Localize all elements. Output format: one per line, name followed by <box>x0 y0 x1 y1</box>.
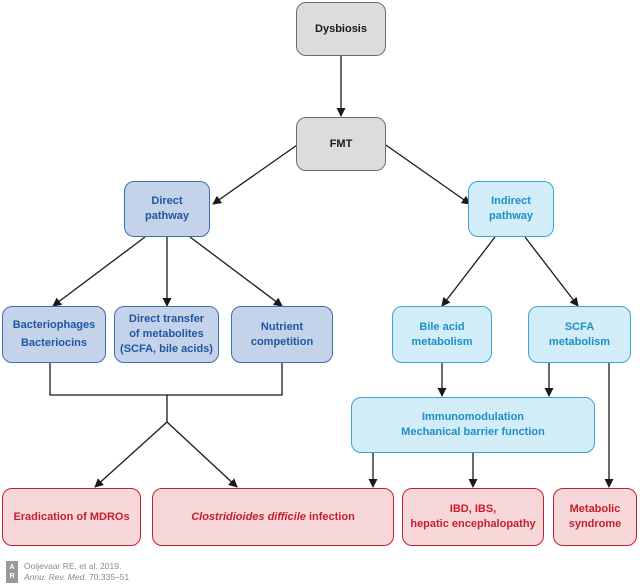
outcome-cdiff-label: Clostridioides difficile infection <box>191 510 355 525</box>
outcome-mdro-label: Eradication of MDROs <box>13 510 130 523</box>
node-immunomodulation: Immunomodulation Mechanical barrier func… <box>351 397 595 453</box>
citation-text: Ooijevaar RE, et al. 2019. Annu. Rev. Me… <box>24 561 129 583</box>
citation-line-1: Ooijevaar RE, et al. 2019. <box>24 561 122 571</box>
node-direct-transfer-line-3: (SCFA, bile acids) <box>120 343 213 355</box>
arrow-fmt-indirect <box>382 142 471 205</box>
node-direct-transfer-line-2: of metabolites <box>129 328 204 340</box>
citation-journal: Annu. Rev. Med. <box>24 572 87 582</box>
node-nutrient-line-2: competition <box>250 335 314 348</box>
outcome-mdro: Eradication of MDROs <box>2 488 141 546</box>
outcome-cdiff-species: Clostridioides difficile <box>191 510 306 523</box>
outcome-ibd-line-1: IBD, IBS, <box>449 503 497 515</box>
arrow-direct-bacteriophages <box>52 236 146 307</box>
outcome-ibd-line-2: hepatic encephalopathy <box>410 518 536 530</box>
node-indirect-pathway: Indirect pathway <box>468 181 554 237</box>
node-indirect-line-1: Indirect <box>491 195 531 207</box>
citation-line-2: Annu. Rev. Med. 70:335–51 <box>24 572 129 583</box>
node-bile-acid-line-2: metabolism <box>411 335 473 348</box>
node-indirect-line-2: pathway <box>488 210 533 222</box>
citation-volume: 70:335–51 <box>86 572 130 582</box>
publisher-logo-bottom: R <box>9 573 15 580</box>
node-scfa-line-2: metabolism <box>548 335 611 348</box>
node-direct-pathway: Direct pathway <box>124 181 210 237</box>
node-bacteriophages: Bacteriophages Bacteriocins <box>2 306 106 363</box>
node-immuno-line-1: Immunomodulation <box>421 411 525 423</box>
outcome-cdiff-suffix: infection <box>305 510 355 523</box>
node-nutrient-competition: Nutrient competition <box>231 306 333 363</box>
node-direct-line-2: pathway <box>144 210 189 222</box>
outcome-cdiff: Clostridioides difficile infection <box>152 488 394 546</box>
node-dysbiosis: Dysbiosis <box>296 2 386 56</box>
node-fmt-label: FMT <box>329 137 353 150</box>
node-scfa-line-1: SCFA <box>564 320 595 333</box>
publisher-logo-top: A <box>9 564 15 571</box>
node-bacteriophages-line-2: Bacteriocins <box>20 337 88 349</box>
node-nutrient-line-1: Nutrient <box>260 320 304 333</box>
node-fmt: FMT <box>296 117 386 171</box>
arrow-direct-cdiff <box>166 421 238 488</box>
publisher-logo: A R <box>6 561 18 583</box>
arrow-indirect-bile <box>441 236 496 307</box>
node-bile-acid-metabolism: Bile acid metabolism <box>392 306 492 363</box>
arrow-indirect-scfa <box>524 236 579 307</box>
node-bacteriophages-line-1: Bacteriophages <box>12 319 96 331</box>
bracket-direct-mechanisms <box>49 363 283 396</box>
arrow-direct-mdro <box>94 421 168 488</box>
outcome-ibd: IBD, IBS, hepatic encephalopathy <box>402 488 544 546</box>
node-direct-transfer-line-1: Direct transfer <box>128 313 205 325</box>
node-dysbiosis-label: Dysbiosis <box>315 22 367 35</box>
outcome-metabolic-line-1: Metabolic <box>569 503 621 515</box>
outcome-metabolic: Metabolic syndrome <box>553 488 637 546</box>
node-direct-transfer: Direct transfer of metabolites (SCFA, bi… <box>114 306 219 363</box>
node-scfa-metabolism: SCFA metabolism <box>528 306 631 363</box>
arrow-fmt-direct <box>212 142 301 205</box>
node-immuno-line-2: Mechanical barrier function <box>401 426 545 438</box>
node-bile-acid-line-1: Bile acid <box>419 320 465 333</box>
outcome-metabolic-line-2: syndrome <box>568 518 622 530</box>
arrow-direct-nutrient <box>189 236 283 307</box>
node-direct-line-1: Direct <box>151 195 183 207</box>
